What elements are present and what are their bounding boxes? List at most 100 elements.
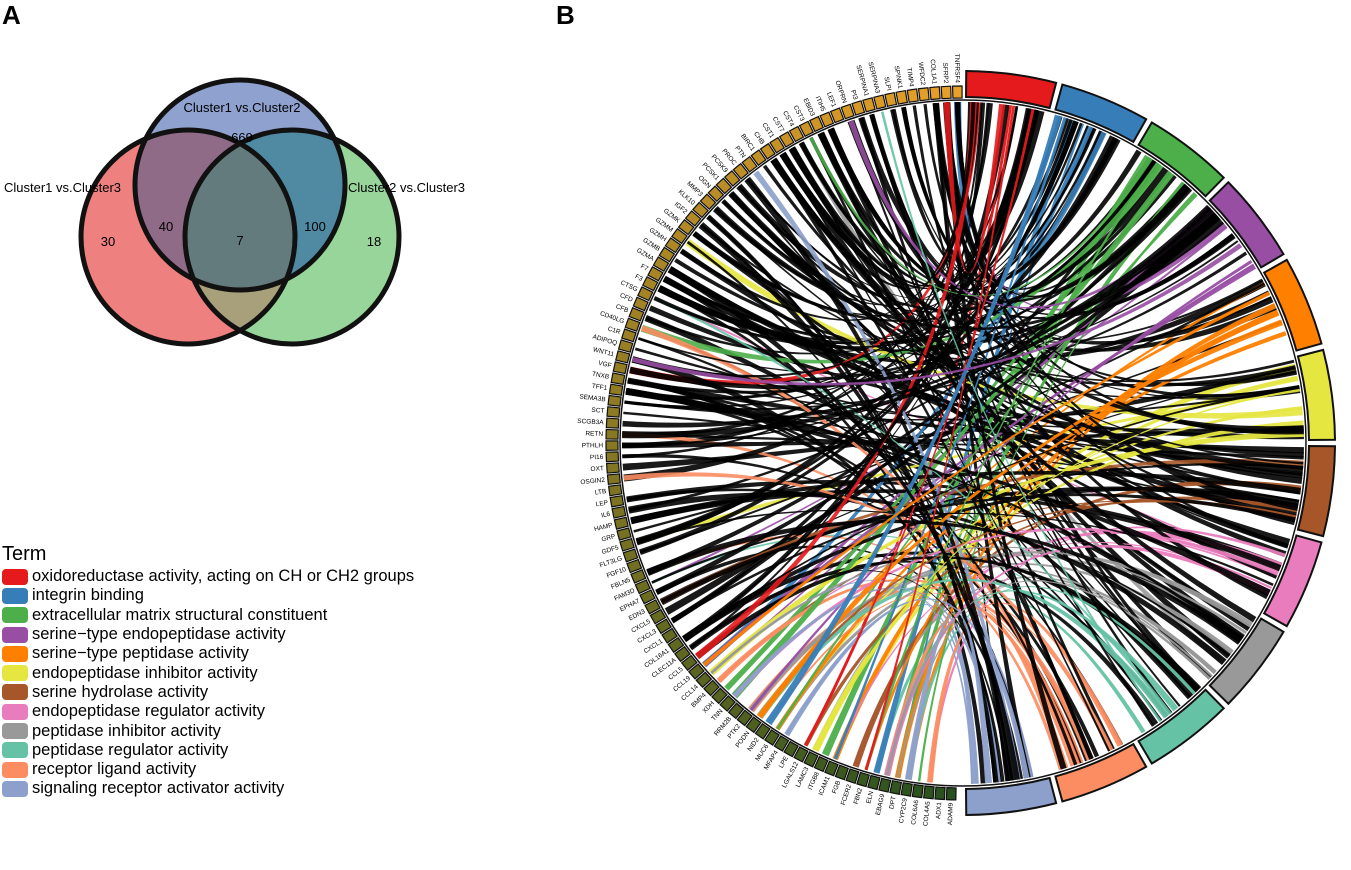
gene-arc <box>607 394 622 407</box>
legend-title: Term <box>2 543 47 565</box>
gene-arc <box>769 136 786 154</box>
gene-arc <box>644 599 661 615</box>
gene-arc <box>655 618 672 635</box>
gene-arc <box>834 764 850 781</box>
chord-link <box>731 170 1175 699</box>
venn-diagram: Cluster1 vs.Cluster2 Cluster1 vs.Cluster… <box>4 77 465 347</box>
gene-label: LTB <box>595 488 607 496</box>
gene-arc <box>674 645 691 663</box>
legend-item-label: endopeptidase regulator activity <box>32 702 265 721</box>
gene-arc <box>699 193 717 211</box>
legend-item: serine−type endopeptidase activity <box>2 625 414 644</box>
gene-arc <box>778 131 795 148</box>
legend-item: endopeptidase regulator activity <box>2 702 414 721</box>
gene-label: SPINK1 <box>893 65 904 89</box>
chord-link <box>622 424 1304 449</box>
gene-label: FGB <box>831 780 842 795</box>
gene-label: ICAM1 <box>818 775 832 796</box>
gene-arc <box>649 608 667 625</box>
gene-arc <box>619 537 635 552</box>
gene-label: IL6 <box>601 511 612 520</box>
gene-label: COL4A5 <box>922 801 931 827</box>
gene-label: F7 <box>639 263 649 273</box>
gene-arc <box>884 91 898 108</box>
gene-arc <box>703 679 720 697</box>
gene-label: LPE <box>778 755 790 770</box>
legend-key-swatch <box>2 665 28 682</box>
gene-arc <box>824 760 839 777</box>
term-arc <box>1296 348 1336 441</box>
gene-label: OSGIN2 <box>580 477 606 487</box>
term-arc <box>1296 445 1336 538</box>
gene-arcs <box>605 85 963 801</box>
gene-arc <box>754 722 771 740</box>
legend-item-label: signaling receptor activator activity <box>32 779 285 798</box>
gene-arc <box>632 296 649 312</box>
chord-diagram: TNFRSF4SFRP2COL1A1WFDC2TIMP4SPINK1SLPISE… <box>577 54 1336 827</box>
gene-label: CYP2C9 <box>898 797 909 823</box>
legend-item-label: serine hydrolase activity <box>32 682 209 701</box>
gene-arc <box>867 774 881 791</box>
gene-label: OXT <box>590 465 604 473</box>
gene-arc <box>637 286 654 302</box>
gene-arc <box>945 786 957 801</box>
legend-key-swatch <box>2 626 28 643</box>
legend-key-swatch <box>2 568 28 585</box>
gene-arc <box>609 494 625 508</box>
venn-count-only-c1c2: 669 <box>231 130 253 145</box>
legend-key-swatch <box>2 780 28 797</box>
gene-arc <box>670 227 688 245</box>
chord-link <box>873 119 1076 774</box>
legend: Term oxidoreductase activity, acting on … <box>2 543 414 799</box>
gene-label: GDF5 <box>601 544 620 556</box>
venn-count-only-c1c3: 30 <box>101 234 115 249</box>
legend-item-label: endopeptidase inhibitor activity <box>32 663 258 682</box>
gene-arc <box>711 687 728 705</box>
legend-item-label: peptidase inhibitor activity <box>32 721 221 740</box>
legend-key-swatch <box>2 587 28 604</box>
gene-arc <box>616 527 632 541</box>
gene-arc <box>856 771 871 788</box>
gene-label: FCER2 <box>840 783 853 806</box>
venn-label-c1c2: Cluster1 vs.Cluster2 <box>183 100 300 115</box>
gene-label: SCGB3A <box>577 418 604 427</box>
gene-arc <box>684 210 702 227</box>
gene-label: ADX1 <box>935 802 943 820</box>
gene-label: TFF1 <box>591 383 608 392</box>
gene-arc <box>613 516 629 530</box>
chord-link <box>631 108 1035 378</box>
gene-arc <box>607 484 623 497</box>
gene-arc <box>922 785 935 800</box>
legend-key-swatch <box>2 761 28 778</box>
gene-arc <box>661 627 678 644</box>
gene-label: TNXB <box>591 371 609 381</box>
gene-arc <box>658 246 676 263</box>
legend-item: endopeptidase inhibitor activity <box>2 663 414 682</box>
gene-arc <box>788 125 805 143</box>
gene-label: SFRP2 <box>941 62 949 84</box>
term-arc <box>1137 688 1226 765</box>
venn-label-c2c3: Cluster2 vs.Cluster3 <box>348 180 465 195</box>
gene-arc <box>911 783 924 799</box>
legend-key-swatch <box>2 607 28 624</box>
chord-link <box>640 161 1162 364</box>
chord-link <box>629 204 1212 390</box>
gene-arc <box>639 589 656 605</box>
gene-label: CD40LG <box>599 310 625 325</box>
gene-arc <box>773 735 790 752</box>
gene-arc <box>934 786 946 801</box>
chord-link <box>622 366 1297 471</box>
legend-key-swatch <box>2 645 28 662</box>
chord-link <box>627 170 1172 394</box>
legend-item: signaling receptor activator activity <box>2 779 414 798</box>
legend-item-label: oxidoreductase activity, acting on CH or… <box>32 567 415 586</box>
legend-item-label: extracellular matrix structural constitu… <box>32 605 328 624</box>
gene-label: ELN <box>865 790 875 804</box>
gene-arc <box>605 451 620 463</box>
venn-outline-c1c3 <box>78 127 298 347</box>
gene-arc <box>605 417 620 429</box>
gene-arc <box>727 702 745 720</box>
legend-item: peptidase regulator activity <box>2 741 414 760</box>
gene-arc <box>750 149 767 167</box>
legend-item-label: peptidase regulator activity <box>32 740 229 759</box>
